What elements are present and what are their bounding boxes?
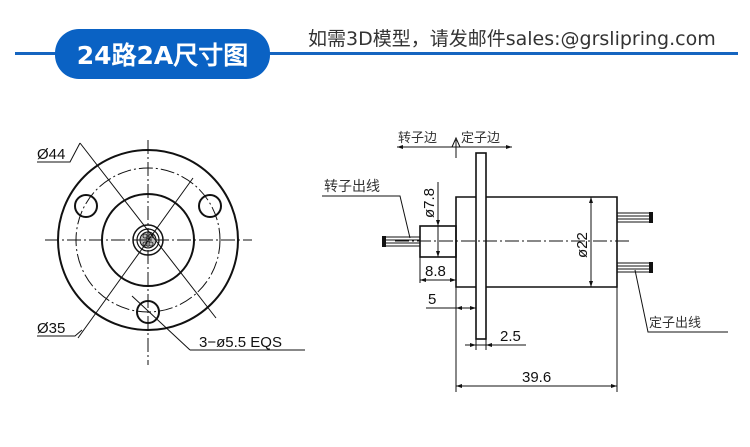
front-view <box>37 140 305 365</box>
mount-hole-1 <box>74 194 98 218</box>
mounting-holes-label: 3−ø5.5 EQS <box>199 334 282 351</box>
stator-wires-label: 定子出线 <box>649 316 701 331</box>
page-title: 24路2A尺寸图 <box>55 29 270 79</box>
body-diameter-label: ø22 <box>574 232 591 258</box>
flange-offset-label: 5 <box>428 291 436 308</box>
bolt-circle <box>75 167 221 313</box>
shaft-diameter-label: ø7.8 <box>421 188 438 218</box>
mount-hole-3 <box>136 300 160 324</box>
rotor-side-label: 转子边 <box>398 131 437 146</box>
rotor-wires-label: 转子出线 <box>324 179 380 195</box>
bolt-circle-label: Ø35 <box>37 320 65 337</box>
outer-diameter-label: Ø44 <box>37 146 65 163</box>
flange-thickness-label: 2.5 <box>500 328 521 345</box>
outer-flange-circle <box>57 149 239 331</box>
contact-email-text: 如需3D模型，请发邮件sales:@grslipring.com <box>308 28 716 50</box>
header-line-right <box>268 52 738 55</box>
shaft-length-label: 8.8 <box>425 263 446 280</box>
total-length-label: 39.6 <box>522 369 551 386</box>
mount-hole-2 <box>198 194 222 218</box>
header-line-left <box>15 52 60 55</box>
side-view <box>322 136 728 392</box>
body-circle <box>101 193 195 287</box>
stator-side-label: 定子边 <box>461 131 500 146</box>
flange-plate <box>475 152 487 340</box>
